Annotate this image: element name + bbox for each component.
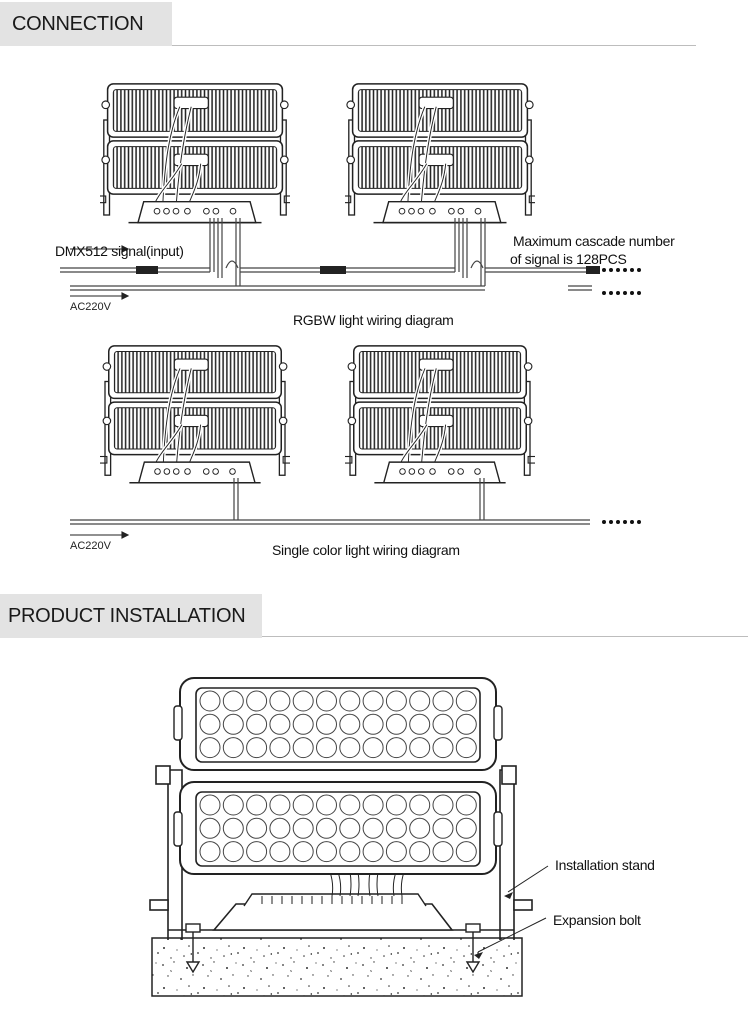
led-lens xyxy=(385,690,407,712)
section-header-installation: PRODUCT INSTALLATION xyxy=(0,594,262,638)
rgbw-fixture-1 xyxy=(100,82,290,225)
led-lens xyxy=(409,794,431,816)
led-lens xyxy=(316,690,337,712)
led-lens xyxy=(409,841,431,863)
led-lens xyxy=(199,794,221,816)
led-lens xyxy=(409,690,431,712)
led-lens xyxy=(455,794,477,816)
led-lens xyxy=(385,817,407,839)
expansion-bolt-label: Expansion bolt xyxy=(553,912,641,928)
led-lens xyxy=(316,713,337,735)
header-rule-connection xyxy=(172,45,696,46)
led-lens xyxy=(455,737,477,759)
installation-drawing xyxy=(149,677,549,997)
led-lens xyxy=(316,841,337,863)
single-power-label: AC220V xyxy=(70,540,111,552)
led-lens xyxy=(292,841,314,863)
led-lens xyxy=(222,690,244,712)
section-header-connection: CONNECTION xyxy=(0,2,172,46)
led-lens xyxy=(432,794,454,816)
concrete-slab xyxy=(151,937,523,997)
led-lens xyxy=(339,794,361,816)
led-lens xyxy=(409,817,431,839)
led-lens xyxy=(292,817,314,839)
rgbw-caption: RGBW light wiring diagram xyxy=(293,312,454,328)
led-lens xyxy=(246,817,268,839)
led-lens xyxy=(339,841,361,863)
led-lens xyxy=(222,737,244,759)
rgbw-diagram xyxy=(60,82,641,300)
rgbw-power-label: AC220V xyxy=(70,301,111,313)
led-lens xyxy=(292,713,314,735)
led-lens xyxy=(269,713,291,735)
led-lens xyxy=(316,817,337,839)
led-lens xyxy=(269,690,291,712)
led-lens xyxy=(316,794,337,816)
led-lens xyxy=(339,713,361,735)
header-rule-installation xyxy=(262,636,748,637)
led-lens xyxy=(222,713,244,735)
led-lens xyxy=(199,737,221,759)
led-lens xyxy=(246,713,268,735)
cascade-note-line1: Maximum cascade number xyxy=(513,233,675,249)
led-lens xyxy=(269,737,291,759)
led-lens xyxy=(362,841,384,863)
led-lens xyxy=(222,794,244,816)
led-lens xyxy=(432,713,454,735)
cascade-note-line2: of signal is 128PCS xyxy=(510,251,627,267)
led-lens xyxy=(409,737,431,759)
single-fixture-1 xyxy=(100,344,290,485)
installation-stand-label: Installation stand xyxy=(555,857,655,873)
led-lens xyxy=(246,737,268,759)
led-lens xyxy=(246,841,268,863)
led-lens xyxy=(455,690,477,712)
led-lens xyxy=(269,817,291,839)
led-lens xyxy=(339,690,361,712)
led-lens xyxy=(432,737,454,759)
dmx-input-label: DMX512 signal(input) xyxy=(55,243,184,259)
led-lens xyxy=(246,794,268,816)
led-lens xyxy=(199,713,221,735)
led-lens xyxy=(385,794,407,816)
led-lens xyxy=(362,713,384,735)
led-lens xyxy=(455,841,477,863)
led-lens xyxy=(199,841,221,863)
section-title-installation: PRODUCT INSTALLATION xyxy=(8,604,246,627)
led-lens xyxy=(432,817,454,839)
led-lens xyxy=(269,841,291,863)
led-lens xyxy=(292,690,314,712)
led-lens xyxy=(409,713,431,735)
led-lens xyxy=(199,690,221,712)
led-lens xyxy=(246,690,268,712)
led-lens xyxy=(455,817,477,839)
section-title-connection: CONNECTION xyxy=(12,12,144,35)
led-lens xyxy=(269,794,291,816)
led-lens xyxy=(292,737,314,759)
led-lens xyxy=(362,817,384,839)
led-lens xyxy=(222,817,244,839)
single-color-diagram xyxy=(70,344,641,539)
led-lens xyxy=(316,737,337,759)
led-lens xyxy=(432,690,454,712)
led-lens xyxy=(432,841,454,863)
single-caption: Single color light wiring diagram xyxy=(272,542,460,558)
led-lens xyxy=(339,817,361,839)
led-lens xyxy=(455,713,477,735)
led-lens xyxy=(385,713,407,735)
led-lens xyxy=(362,690,384,712)
led-lens xyxy=(385,841,407,863)
rgbw-fixture-2 xyxy=(345,82,535,225)
led-lens xyxy=(199,817,221,839)
led-lens xyxy=(339,737,361,759)
led-lens xyxy=(362,737,384,759)
led-lens xyxy=(362,794,384,816)
led-lens xyxy=(222,841,244,863)
single-fixture-2 xyxy=(345,344,535,485)
led-lens xyxy=(292,794,314,816)
led-lens xyxy=(385,737,407,759)
